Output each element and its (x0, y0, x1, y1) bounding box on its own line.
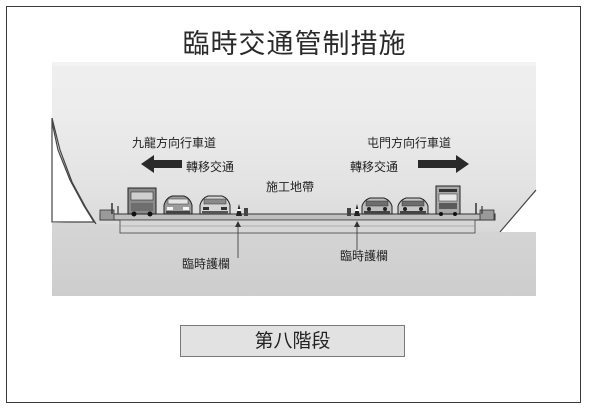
truck-icon (127, 187, 157, 217)
left-diversion-label: 轉移交通 (186, 160, 235, 174)
car-icon (163, 195, 193, 215)
car-icon (361, 197, 393, 215)
left-direction-label: 九龍方向行車道 (132, 136, 217, 150)
bus-icon (435, 185, 461, 216)
right-direction-label: 屯門方向行車道 (367, 136, 452, 150)
slide-title: 臨時交通管制措施 (182, 29, 407, 60)
right-barrier-label: 臨時護欄 (340, 249, 389, 263)
work-zone-label: 施工地帶 (266, 180, 315, 194)
road-deck (99, 213, 496, 221)
car-icon (397, 197, 429, 215)
right-diversion-label: 轉移交通 (350, 160, 399, 174)
left-barrier-label: 臨時護欄 (182, 257, 231, 271)
arrow-right-icon (418, 155, 469, 173)
car-icon (199, 195, 231, 215)
arrow-left-icon (141, 155, 182, 173)
left-embankment (51, 118, 96, 223)
stage-label: 第八階段 (180, 325, 405, 357)
